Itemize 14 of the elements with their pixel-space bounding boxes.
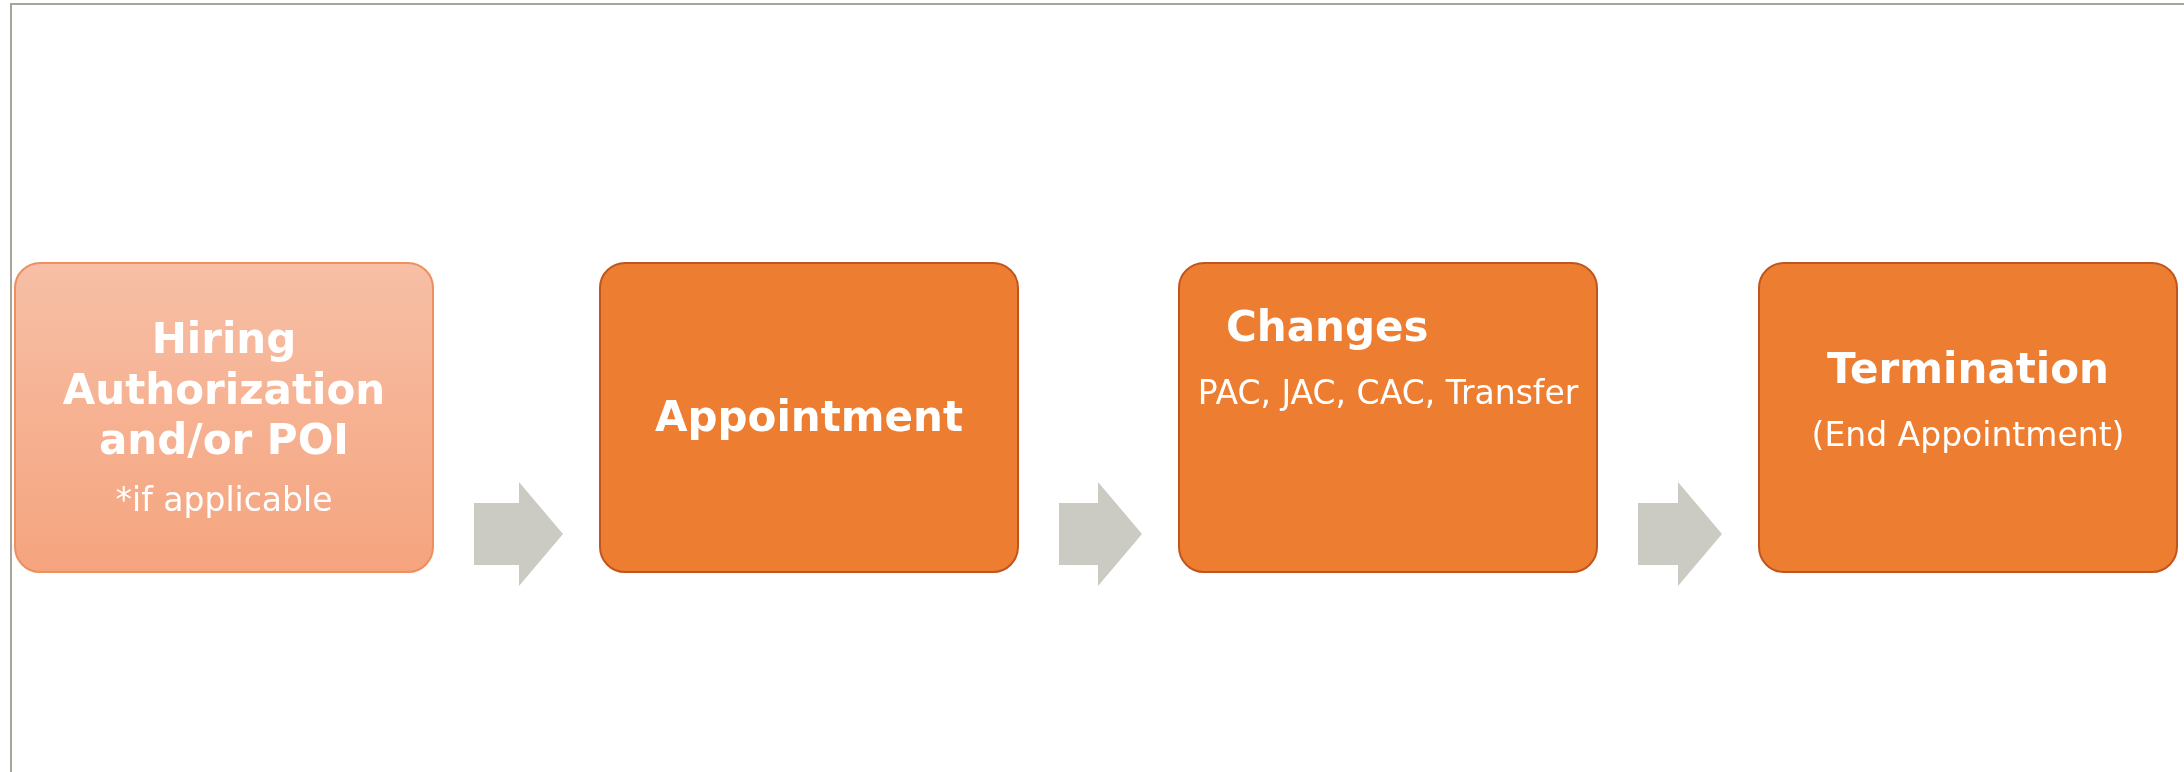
block-arrow [1059, 482, 1142, 586]
step-title: Changes [1225, 302, 1429, 353]
step-title: Appointment [654, 392, 964, 443]
process-box [599, 262, 1019, 573]
process-box [1178, 262, 1598, 573]
block-arrow [474, 482, 563, 586]
step-title: Termination [1827, 344, 2109, 395]
process-box [14, 262, 434, 573]
block-arrow [1638, 482, 1722, 586]
step-title: Hiring Authorization and/or POI [61, 314, 387, 466]
step-note: PAC, JAC, CAC, Transfer [1197, 372, 1579, 414]
step-note: (End Appointment) [1811, 414, 2125, 456]
process-box [1758, 262, 2178, 573]
step-note: *if applicable [115, 479, 333, 521]
